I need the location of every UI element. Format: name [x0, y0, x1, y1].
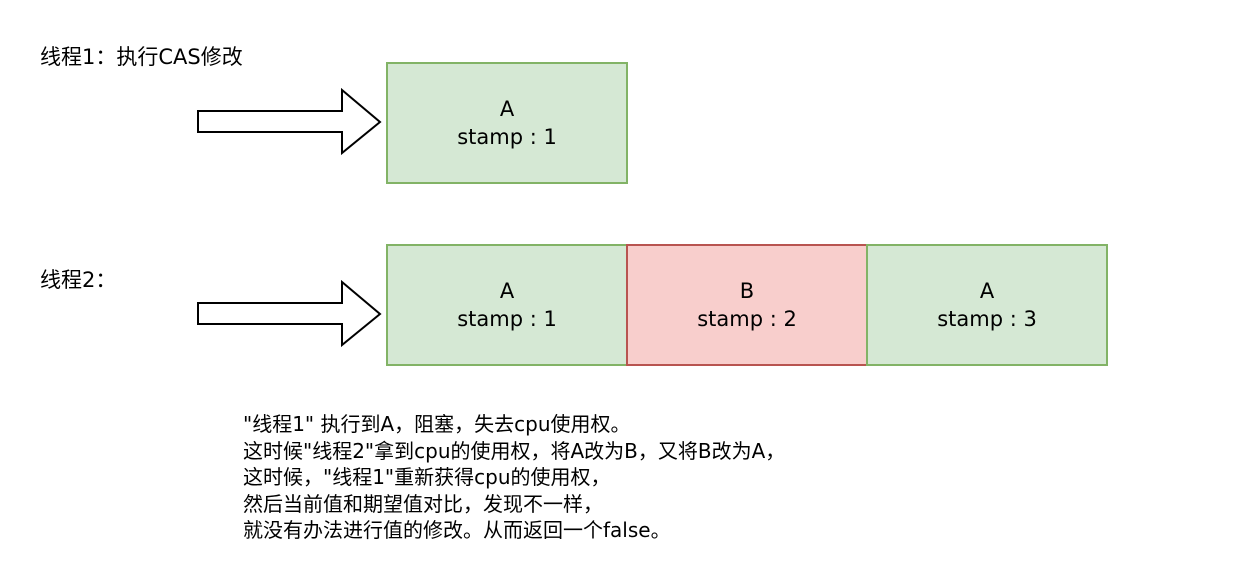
explanation-line: "线程1" 执行到A，阻塞，失去cpu使用权。 [243, 412, 631, 436]
explanation-line: 这时候，"线程1"重新获得cpu的使用权， [243, 465, 611, 489]
explanation-line: 就没有办法进行值的修改。从而返回一个false。 [243, 518, 671, 542]
thread2-box-1: A stamp : 1 [386, 244, 628, 366]
box-stamp: stamp : 1 [457, 307, 557, 331]
thread2-arrow-icon [197, 280, 382, 348]
thread2-box-2: B stamp : 2 [626, 244, 868, 366]
thread1-box-a: A stamp : 1 [386, 62, 628, 184]
thread1-label: 线程1：执行CAS修改 [40, 45, 243, 69]
explanation-line: 然后当前值和期望值对比，发现不一样， [243, 491, 603, 516]
explanation-text: "线程1" 执行到A，阻塞，失去cpu使用权。 这时候"线程2"拿到cpu的使用… [243, 411, 785, 544]
box-stamp: stamp : 2 [697, 307, 797, 331]
box-stamp: stamp : 3 [937, 307, 1037, 331]
box-value: A [499, 279, 515, 303]
box-stamp: stamp : 1 [457, 125, 557, 149]
explanation-line: 这时候"线程2"拿到cpu的使用权，将A改为B，又将B改为A， [243, 438, 786, 463]
box-value: A [979, 279, 995, 303]
box-value: B [739, 279, 755, 303]
thread2-box-3: A stamp : 3 [866, 244, 1108, 366]
thread2-label: 线程2： [40, 268, 117, 292]
thread1-arrow-icon [197, 88, 382, 156]
box-value: A [499, 97, 515, 121]
